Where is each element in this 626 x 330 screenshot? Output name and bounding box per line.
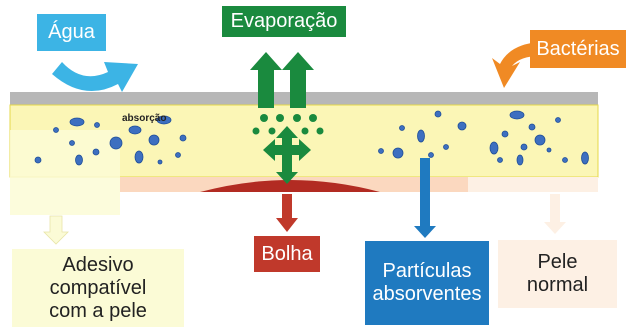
evaporation-arrows-icon (250, 52, 314, 108)
blister-shape (200, 180, 380, 192)
blister-label: Bolha (254, 236, 320, 272)
spread-cross-arrow-icon (263, 126, 311, 184)
normal-skin-down-arrow-icon (544, 194, 566, 234)
evaporation-dots (252, 114, 324, 135)
absorption-label: absorção (122, 113, 167, 124)
absorbent-particles-right (378, 110, 589, 166)
adhesive-label: Adesivo compatível com a pele (12, 249, 184, 327)
blister-down-arrow-icon (276, 194, 298, 232)
bacteria-label: Bactérias (530, 30, 626, 68)
absorbent-particles-label: Partículas absorventes (365, 241, 489, 325)
adhesive-region (10, 130, 120, 215)
water-label: Água (37, 14, 106, 51)
water-curve-arrow-icon (52, 62, 138, 92)
bacteria-curve-arrow-icon (492, 42, 540, 88)
normal-skin-label: Pele normal (498, 240, 617, 308)
adhesive-down-arrow-icon (43, 215, 69, 245)
absorbent-particles-left (34, 115, 187, 166)
particles-down-arrow-icon (414, 158, 436, 238)
normal-skin-layer (468, 177, 598, 192)
evaporation-label: Evaporação (222, 6, 346, 37)
